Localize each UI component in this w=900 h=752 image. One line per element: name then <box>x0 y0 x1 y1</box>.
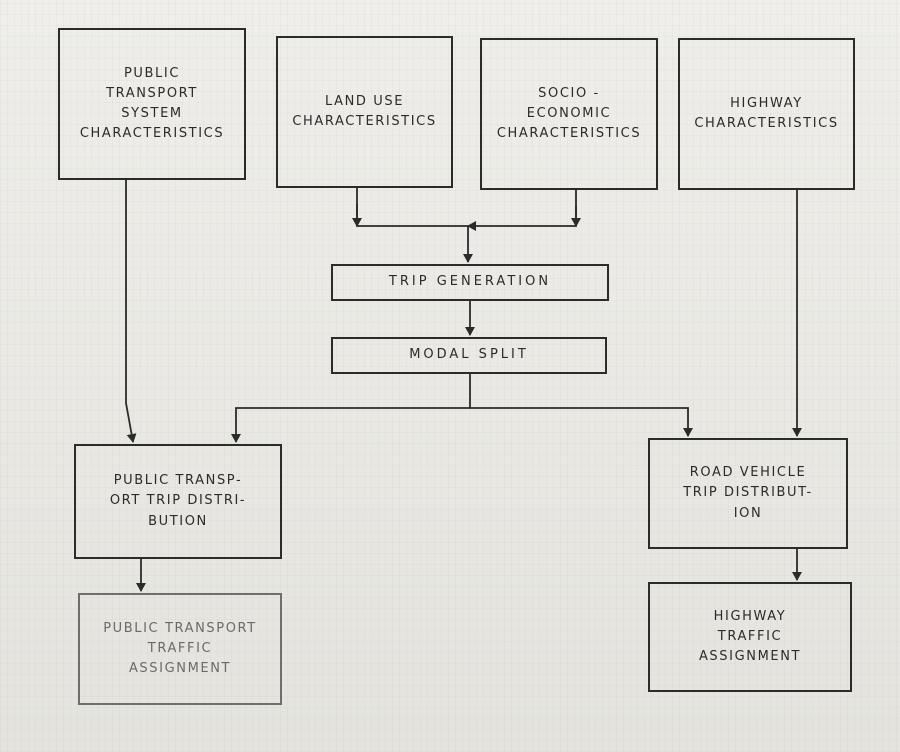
node-label-line: Highway <box>713 608 787 624</box>
modal-split-box: Modal Split <box>331 337 607 374</box>
node-label-line: Land Use <box>324 93 405 109</box>
node-label-line: Modal Split <box>409 347 529 363</box>
node-label-line: Trip Distribut- <box>683 485 813 501</box>
node-label-line: bution <box>148 513 208 529</box>
node-label-line: Transport <box>106 85 198 101</box>
road-vehicle-trip-distribution-box: Road VehicleTrip Distribut-ion <box>648 438 848 549</box>
highway-traffic-assignment-box: HighwayTrafficAssignment <box>648 582 852 692</box>
node-label-line: Public <box>123 65 181 81</box>
public-transport-system-characteristics-box: PublicTransportSystemCharacteristics <box>58 28 246 180</box>
node-label-line: Public Transp- <box>113 473 243 489</box>
node-label-line: Characteristics <box>79 126 225 142</box>
node-label-line: Traffic <box>717 628 783 644</box>
edge-public_transport_system-to-pt_trip_distribution <box>125 180 137 443</box>
node-label-line: Trip Generation <box>388 274 552 290</box>
node-label-line: ort Trip Distri- <box>109 493 247 509</box>
edge-group <box>125 180 802 592</box>
node-label-line: System <box>121 106 183 121</box>
node-label-line: Assignment <box>128 661 232 677</box>
node-label-line: Public Transport <box>103 620 257 636</box>
public-transport-trip-distribution-box: Public Transp-ort Trip Distri-bution <box>74 444 282 559</box>
edge-land_use-to-trip_generation <box>356 188 473 263</box>
node-label-line: Characteristics <box>694 116 839 131</box>
node-label-line: Road Vehicle <box>689 465 807 481</box>
highway-characteristics-box: HighwayCharacteristics <box>678 38 855 190</box>
trip-generation-box: Trip Generation <box>331 264 609 301</box>
node-label-line: Characteristics <box>496 126 642 142</box>
node-label-line: Economic <box>526 105 612 121</box>
node-label-line: Characteristics <box>292 114 437 129</box>
socio-economic-characteristics-box: Socio - EconomicCharacteristics <box>480 38 658 190</box>
node-label-line: Highway <box>730 95 803 111</box>
node-label-line: ion <box>733 505 763 521</box>
public-transport-traffic-assignment-box: Public TransportTrafficAssignment <box>78 593 282 705</box>
edge-socio_economic-to-trip_generation <box>467 190 577 231</box>
land-use-characteristics-box: Land UseCharacteristics <box>276 36 453 188</box>
edge-modal_split-to-road_vehicle_trip_distribution <box>470 407 693 437</box>
edge-modal_split-to-pt_trip_distribution <box>231 374 471 443</box>
node-label-line: Assignment <box>698 649 802 665</box>
node-label-line: Socio - <box>538 85 600 101</box>
node-label-line: Traffic <box>147 640 213 656</box>
